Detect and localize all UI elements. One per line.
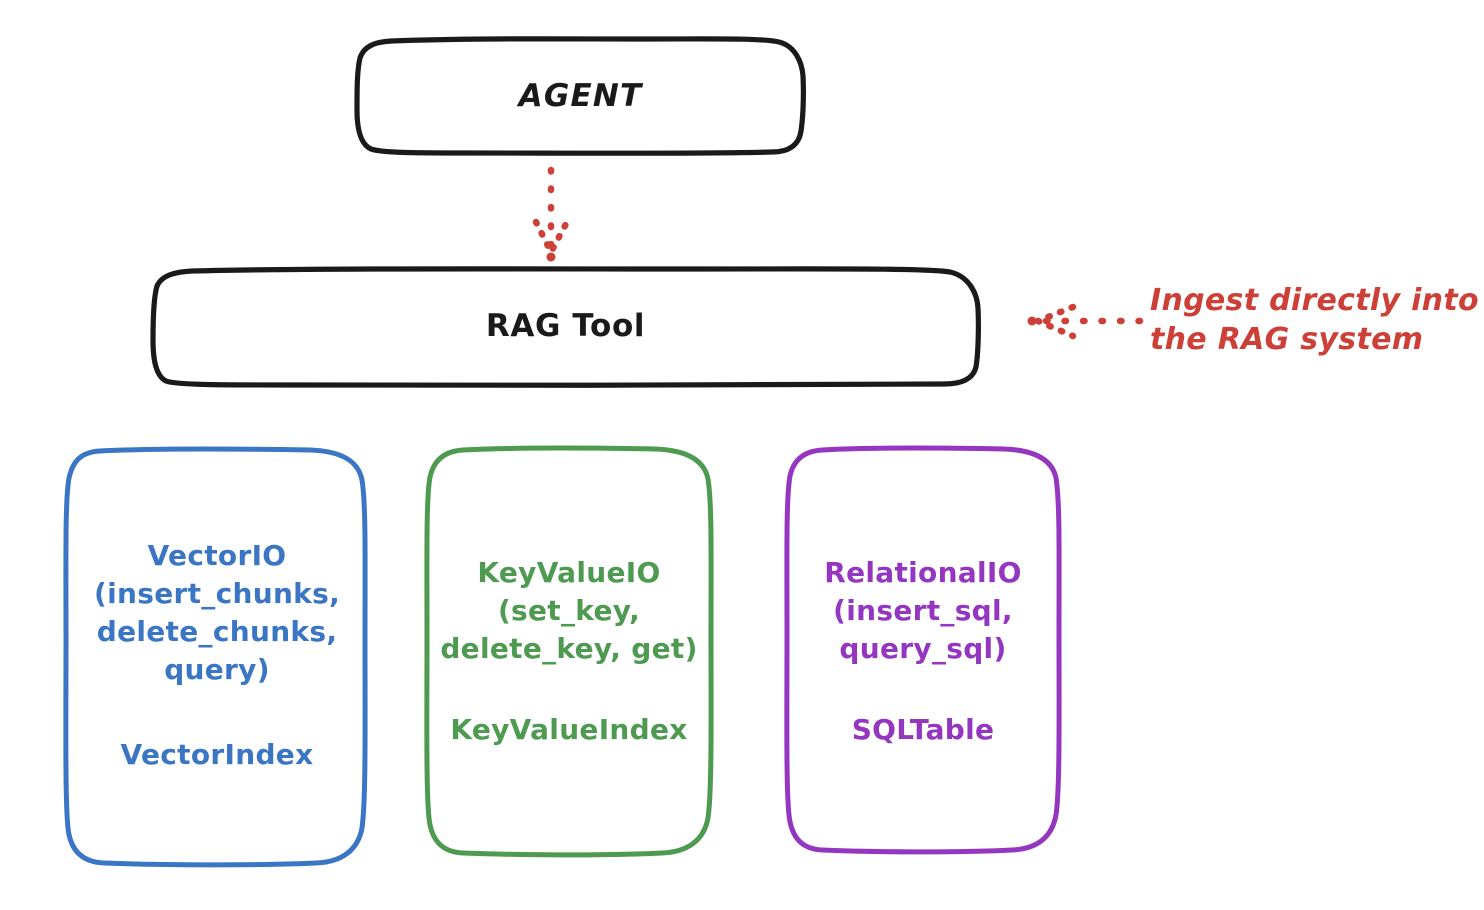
agent-to-rag-connector [532,166,571,262]
agent-node[interactable] [357,39,804,155]
relational-io-node[interactable] [786,447,1060,852]
ingest-note-annotation: Ingest directly into the RAG system [1150,283,1479,357]
vector-io-node[interactable] [66,448,366,866]
rag-tool-node[interactable] [153,268,979,386]
ingest-arrow-connector [1027,303,1144,340]
key-value-io-node[interactable] [427,447,712,855]
